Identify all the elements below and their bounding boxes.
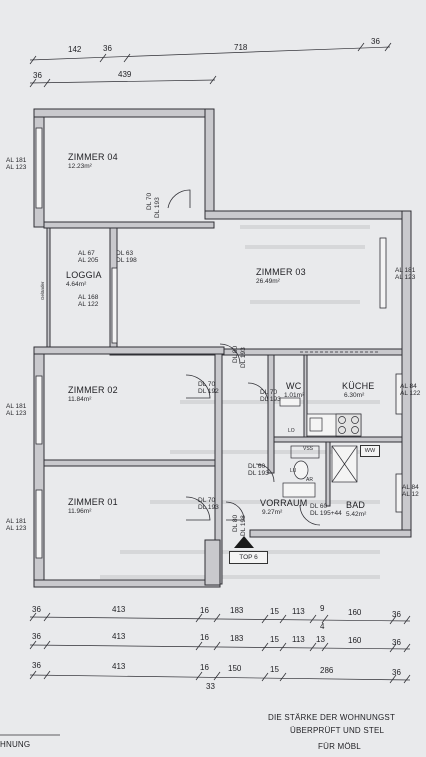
windows bbox=[35, 127, 403, 559]
fixture-lo: LO bbox=[288, 428, 295, 434]
dim-b2-5: 113 bbox=[292, 635, 305, 644]
dim-b3-0: 36 bbox=[32, 661, 41, 670]
room-wc-area: 1.01m² bbox=[284, 392, 305, 399]
room-zimmer-03-area: 26.49m² bbox=[256, 278, 280, 285]
dimension-ticks bbox=[29, 42, 411, 684]
room-wc-name: WC bbox=[286, 381, 302, 391]
bathroom-fixtures bbox=[282, 445, 358, 498]
dim-b3-5: 286 bbox=[320, 666, 334, 675]
dim-b2-8: 36 bbox=[392, 638, 401, 647]
dim-b1-3: 183 bbox=[230, 606, 244, 615]
wc-fixture bbox=[279, 397, 301, 407]
dim-top1-1: 36 bbox=[103, 44, 112, 53]
dim-b3-3: 150 bbox=[228, 664, 242, 673]
fixture-vss: VSS bbox=[303, 446, 314, 452]
room-loggia-area: 4.64m² bbox=[66, 281, 87, 288]
z03-door-label-2: DL 193 bbox=[240, 347, 247, 368]
room-zimmer-02-area: 11.84m² bbox=[68, 396, 92, 403]
dim-b3-4: 15 bbox=[270, 665, 279, 674]
fixture-lu: LU bbox=[290, 468, 297, 474]
dim-b1-8: 160 bbox=[348, 608, 362, 617]
dim-b3-extra: 33 bbox=[206, 682, 215, 691]
footer-left: HNUNG bbox=[0, 740, 31, 749]
unit-label: TOP 6 bbox=[229, 551, 268, 564]
dimension-lines bbox=[29, 46, 411, 681]
dim-b2-2: 16 bbox=[200, 633, 209, 642]
room-zimmer-01-name: ZIMMER 01 bbox=[68, 497, 118, 507]
room-zimmer-04-area: 12.23m² bbox=[68, 163, 92, 170]
dim-b1-1: 413 bbox=[112, 605, 126, 614]
dim-b1-5: 113 bbox=[292, 607, 305, 616]
room-kueche-name: KÜCHE bbox=[342, 381, 375, 391]
footer-line1: DIE STÄRKE DER WOHNUNGST bbox=[268, 713, 396, 722]
dim-b3-1: 413 bbox=[112, 662, 126, 671]
footer-line3: FÜR MÖBL bbox=[318, 742, 361, 751]
room-zimmer-04-name: ZIMMER 04 bbox=[68, 152, 118, 162]
room-vorraum-name: VORRAUM bbox=[260, 498, 308, 508]
dim-b1-4: 15 bbox=[270, 607, 279, 616]
dim-top2-0: 36 bbox=[33, 71, 42, 80]
kitchen-counter bbox=[306, 413, 362, 437]
room-vorraum-area: 9.27m² bbox=[262, 509, 283, 516]
z04-door-label: DL 70 bbox=[146, 192, 153, 210]
dim-b1-9: 36 bbox=[392, 610, 401, 619]
fixture-ww: WW bbox=[360, 445, 380, 457]
dim-b2-0: 36 bbox=[32, 632, 41, 641]
room-zimmer-02-name: ZIMMER 02 bbox=[68, 385, 118, 395]
fixture-ar: AR bbox=[306, 477, 313, 483]
dim-b2-3: 183 bbox=[230, 634, 244, 643]
entry-door-label-2: DL 198 bbox=[240, 515, 247, 536]
footer-line2: ÜBERPRÜFT UND STEL bbox=[290, 726, 385, 735]
entry-arrow-icon bbox=[234, 536, 254, 548]
room-zimmer-01-area: 11.96m² bbox=[68, 508, 92, 515]
dim-b2-6: 13 bbox=[316, 635, 325, 644]
dim-top2-1: 439 bbox=[118, 70, 132, 79]
railing-label: Geländer bbox=[40, 281, 45, 300]
dim-top1-2: 718 bbox=[234, 43, 248, 52]
dim-b1-7: 4 bbox=[320, 622, 325, 631]
dim-top1-0: 142 bbox=[68, 45, 82, 54]
dim-b2-1: 413 bbox=[112, 632, 126, 641]
dim-b2-4: 15 bbox=[270, 635, 279, 644]
room-bad-name: BAD bbox=[346, 500, 366, 510]
dim-b1-0: 36 bbox=[32, 605, 41, 614]
room-kueche-area: 6.30m² bbox=[344, 392, 365, 399]
z04-door-label-2: DL 193 bbox=[154, 197, 161, 218]
dim-b3-2: 16 bbox=[200, 663, 209, 672]
walls bbox=[33, 108, 412, 588]
entry-door-label: DL 80 bbox=[232, 514, 239, 532]
dim-top1-3: 36 bbox=[371, 37, 380, 46]
dim-b1-2: 16 bbox=[200, 606, 209, 615]
dim-b1-6: 9 bbox=[320, 604, 325, 613]
door-swings bbox=[167, 189, 321, 526]
room-zimmer-03-name: ZIMMER 03 bbox=[256, 267, 306, 277]
z03-door-label: DL 80 bbox=[232, 345, 239, 363]
room-bad-area: 5.42m² bbox=[346, 511, 367, 518]
dim-b2-7: 160 bbox=[348, 636, 362, 645]
room-loggia-name: LOGGIA bbox=[66, 270, 102, 280]
dim-b3-6: 36 bbox=[392, 668, 401, 677]
